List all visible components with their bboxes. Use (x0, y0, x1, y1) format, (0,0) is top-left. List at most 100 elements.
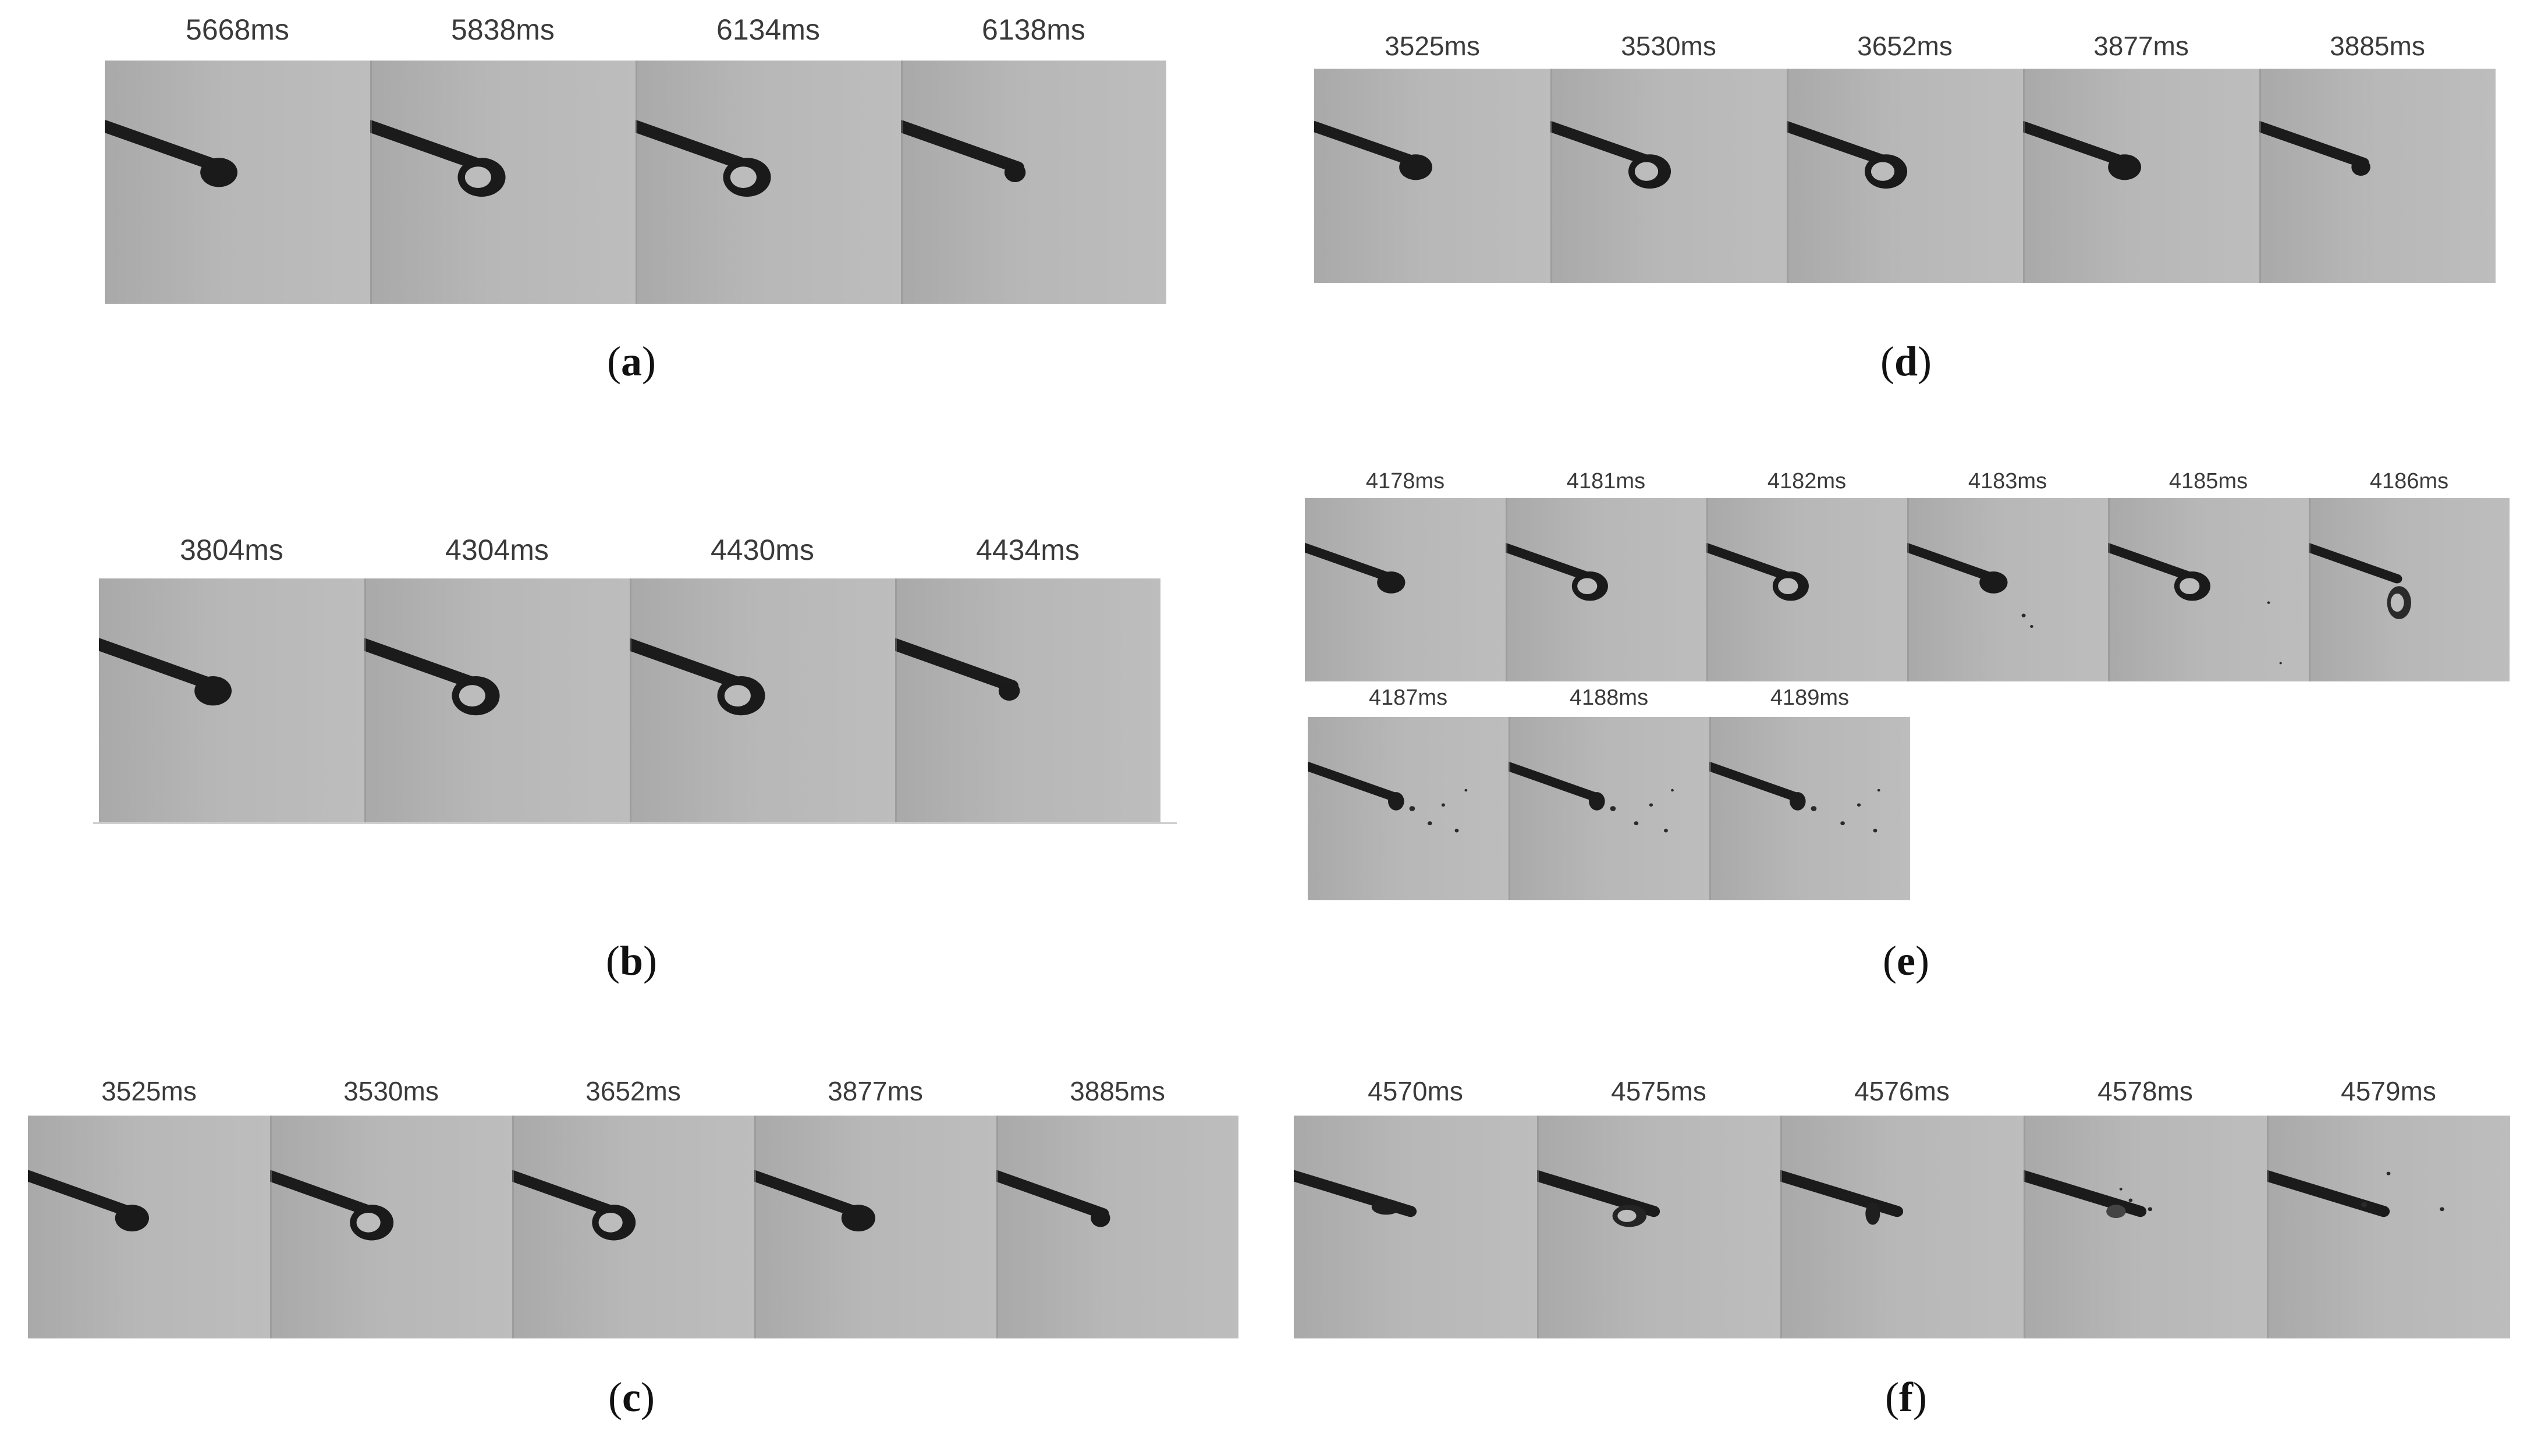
droplet (1589, 792, 1605, 811)
fragment (1664, 829, 1668, 833)
droplet (2108, 154, 2141, 180)
bubble-core (1778, 578, 1798, 595)
frame-image (1305, 543, 1406, 594)
fragment (1634, 821, 1639, 826)
timestamp-label: 3530ms (343, 1076, 439, 1106)
needle-shaft (2309, 543, 2402, 584)
panel-caption-letter: c (622, 1374, 641, 1421)
timestamp-label: 3885ms (2330, 31, 2425, 61)
fragment (2119, 1188, 2123, 1191)
frame-a-4 (901, 61, 1166, 304)
needle-shaft (1907, 543, 2001, 584)
frame-c-2 (270, 1116, 512, 1338)
droplet (1004, 162, 1026, 182)
needle-shaft (1305, 543, 1399, 584)
frame-divider (1550, 69, 1552, 283)
fragment (1441, 803, 1445, 807)
frame-e-2 (1506, 498, 1706, 681)
frame-f-1 (1294, 1116, 1537, 1338)
bubble-core (459, 685, 485, 707)
needle-shaft (270, 1170, 383, 1220)
timestamp-label: 4186ms (2369, 469, 2449, 493)
bubble-core (730, 166, 757, 189)
frame-divider (1780, 1116, 1782, 1338)
needle-shaft (1780, 1170, 1904, 1217)
droplet (841, 1205, 875, 1232)
timestamp-label: 4576ms (1854, 1076, 1950, 1106)
frame-image (630, 638, 765, 716)
fragment (1649, 803, 1653, 807)
panel-caption-letter: a (621, 338, 642, 385)
fragment (1409, 806, 1415, 811)
frame-divider (636, 61, 637, 304)
fragment (2386, 1171, 2391, 1176)
frame-e-3 (1706, 498, 1907, 681)
panel-caption: (e) (1883, 937, 1929, 984)
needle-shaft (105, 120, 229, 174)
frame-image (1709, 762, 1880, 833)
fragment (2267, 601, 2270, 604)
needle-shaft (895, 638, 1019, 693)
timestamp-label: 4579ms (2341, 1076, 2436, 1106)
timestamp-label: 4183ms (1968, 469, 2047, 493)
frame-image (2108, 543, 2282, 665)
fragment (1427, 821, 1432, 826)
frame-image (512, 1170, 636, 1241)
timestamp-label: 4578ms (2097, 1076, 2193, 1106)
fragment (2021, 613, 2026, 617)
fragment (1857, 803, 1861, 807)
frame-image (105, 120, 237, 187)
frame-divider (1709, 717, 1711, 900)
frame-divider (370, 61, 372, 304)
frame-f-2 (1537, 1116, 1780, 1338)
frame-divider (512, 1116, 514, 1338)
frame-image (1314, 121, 1432, 180)
panel-baseline (93, 822, 1177, 824)
frame-image (1780, 1170, 1904, 1225)
frame-b-3 (630, 578, 895, 823)
droplet (1865, 1202, 1880, 1225)
frame-d-1 (1314, 69, 1550, 283)
frame-divider (2309, 498, 2310, 681)
frame-image (1706, 543, 1809, 601)
frame-divider (364, 578, 366, 823)
frame-image (1550, 121, 1671, 189)
droplet (1377, 571, 1406, 594)
frame-divider (2267, 1116, 2269, 1338)
panel-caption-letter: b (619, 937, 644, 984)
bubble-core (598, 1212, 623, 1233)
panel-caption-letter: f (1899, 1374, 1913, 1421)
needle-shaft (1509, 762, 1602, 802)
frame-c-1 (28, 1116, 270, 1338)
fragment (1464, 789, 1468, 792)
frame-divider (1907, 498, 1909, 681)
timestamp-label: 3652ms (585, 1076, 681, 1106)
needle-shaft (636, 120, 759, 174)
bubble-core (1634, 162, 1659, 181)
fragment (2148, 1207, 2153, 1212)
timestamp-label: 4430ms (711, 534, 814, 566)
frame-a-2 (370, 61, 636, 304)
needle-shaft (1314, 121, 1424, 169)
frame-c-4 (754, 1116, 996, 1338)
timestamp-label: 3525ms (1385, 31, 1480, 61)
droplet (194, 676, 232, 706)
frame-image (636, 120, 771, 197)
panel-caption-letter: e (1897, 937, 1915, 984)
droplet (1399, 154, 1432, 180)
fragment (2279, 662, 2282, 665)
droplet (1790, 792, 1806, 811)
fragment (1877, 789, 1880, 792)
fragment (1811, 806, 1817, 811)
frame-image (2023, 121, 2141, 180)
droplet (200, 158, 237, 187)
timestamp-label: 4304ms (445, 534, 549, 566)
timestamp-label: 4570ms (1368, 1076, 1463, 1106)
frame-divider (895, 578, 897, 823)
needle-shaft (1308, 762, 1401, 802)
frame-image (1308, 762, 1468, 833)
frame-image (1907, 543, 2033, 628)
droplet (1371, 1199, 1401, 1215)
needle-shaft (512, 1170, 625, 1220)
fragment (2361, 1202, 2368, 1208)
